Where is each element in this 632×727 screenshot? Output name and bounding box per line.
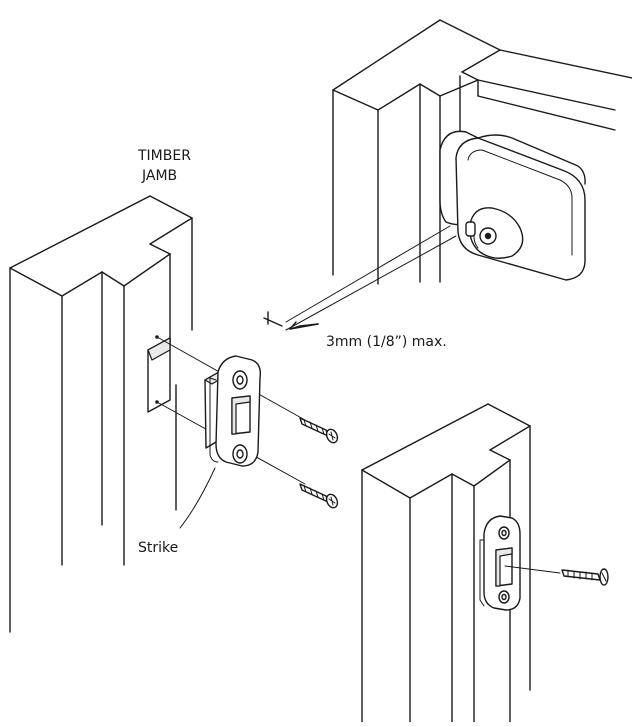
screw-upper [299,417,339,444]
screw-bottom-right [561,568,609,586]
strike-label: Strike [138,540,178,556]
door-frame-bottom [361,403,531,723]
door-frame-top [332,19,632,285]
gap-indicator [263,225,457,331]
jamb-label-line2: JAMB [141,168,177,184]
strike-mortise [147,335,306,485]
installed-strike [479,515,561,611]
jamb-label-line1: TIMBER [137,148,191,164]
timber-jamb [9,195,193,633]
deadlock-body [439,130,586,281]
gap-label: 3mm (1/8”) max. [326,334,447,350]
screw-lower [299,483,339,509]
strike-plate [204,355,262,467]
strike-leader-line [179,467,216,529]
